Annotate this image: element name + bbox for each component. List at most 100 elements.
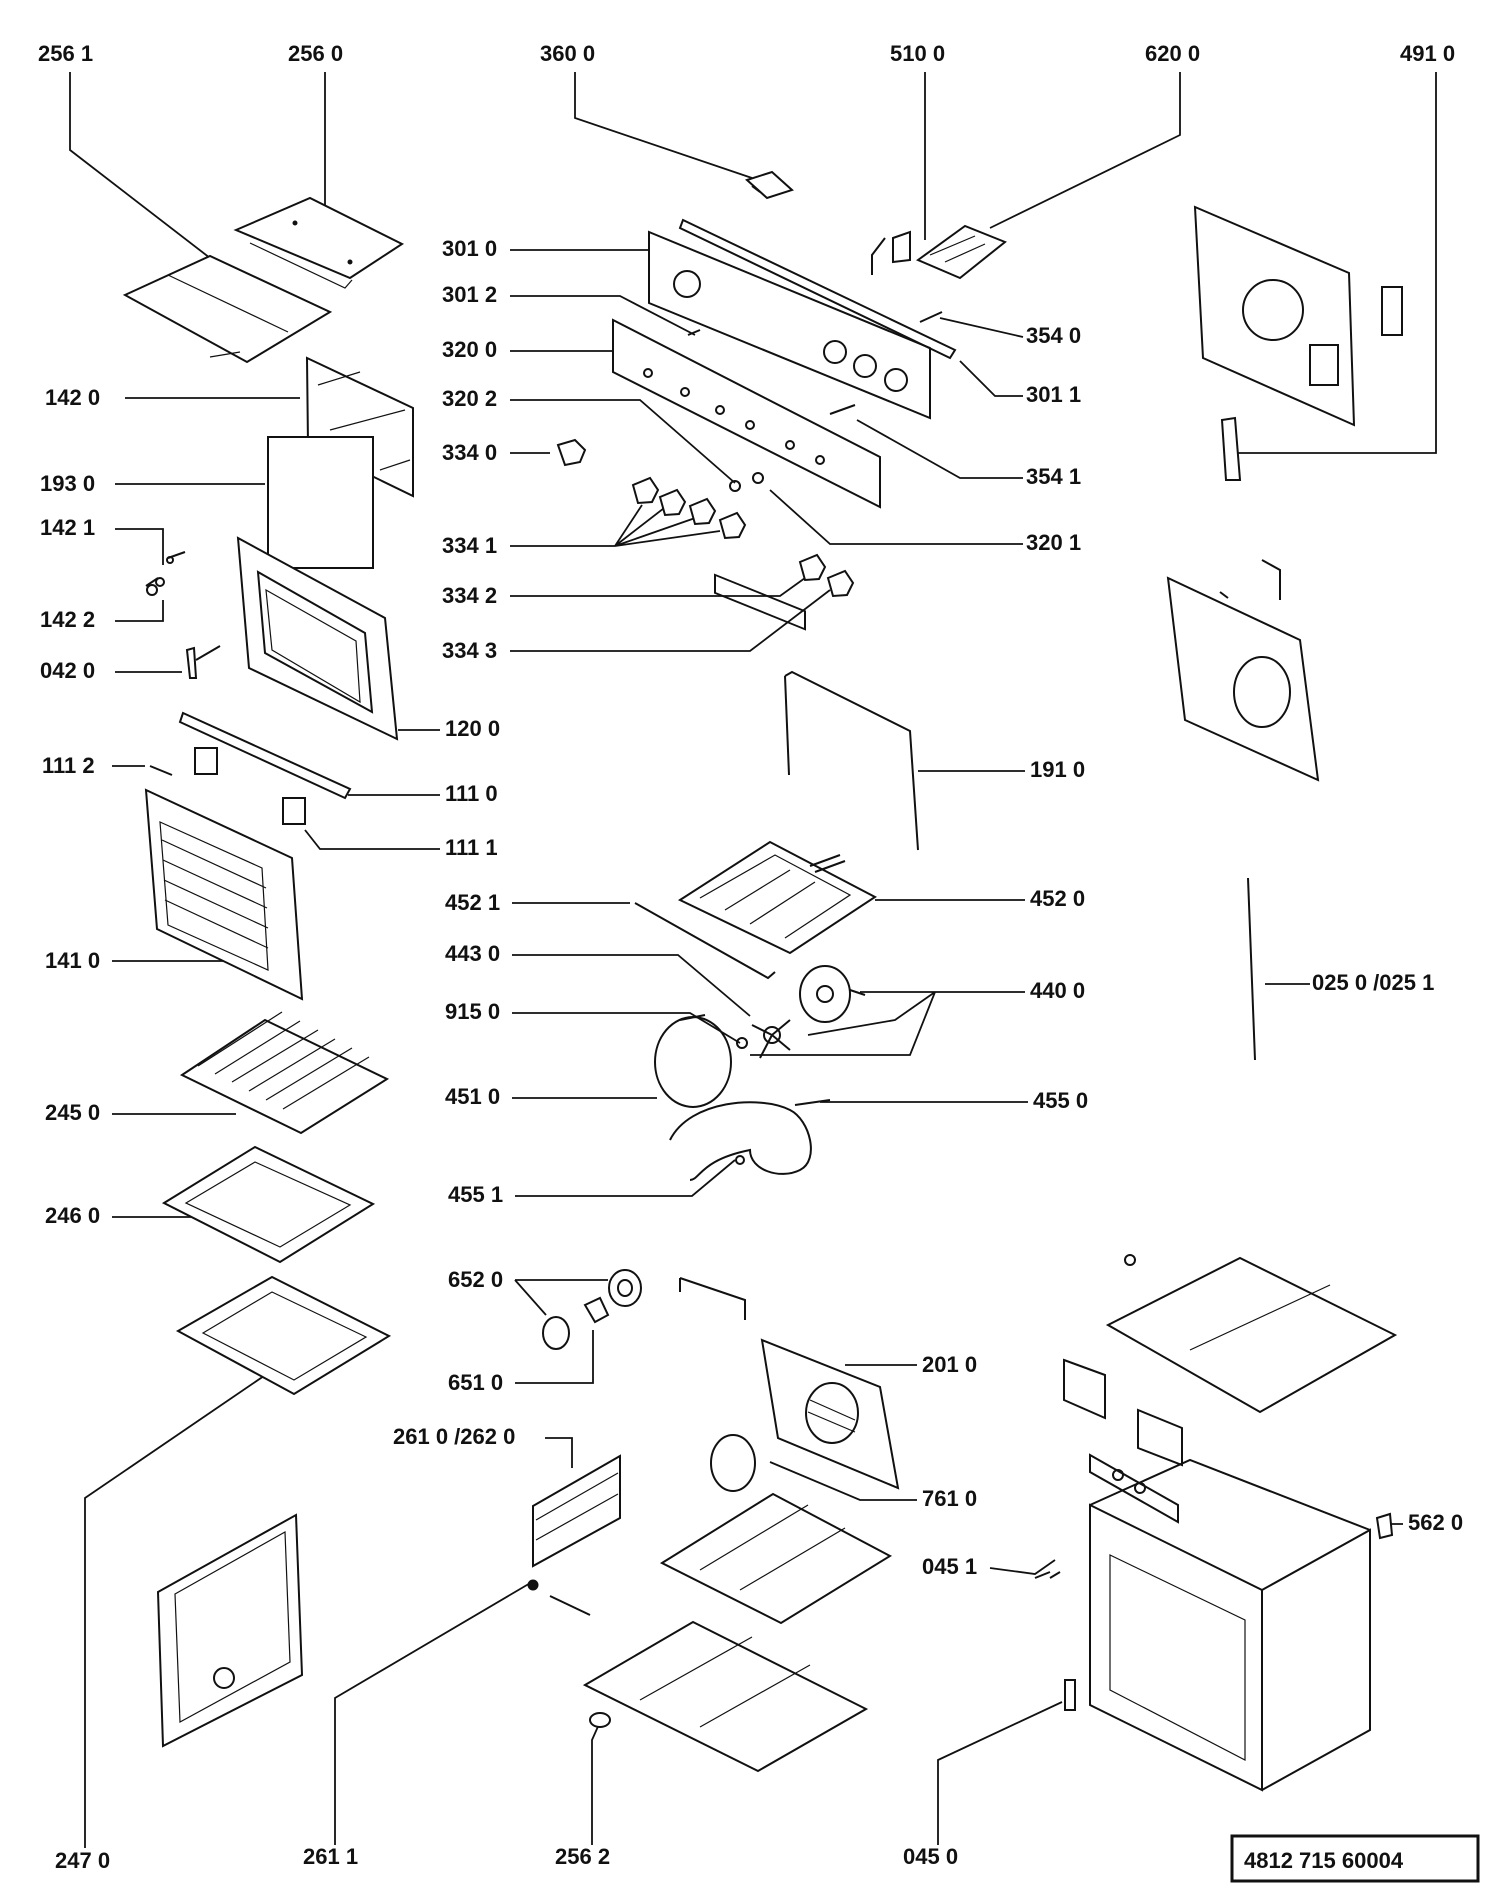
part-334-1-knobs bbox=[631, 476, 747, 540]
callout-455-1: 455 1 bbox=[448, 1182, 503, 1207]
callout-491-0: 491 0 bbox=[1400, 41, 1455, 66]
part-455-0-bottom-element bbox=[669, 1099, 831, 1181]
part-256-1-cover-plate bbox=[122, 254, 333, 364]
callout-455-0: 455 0 bbox=[1033, 1088, 1088, 1113]
callout-142-0: 142 0 bbox=[45, 385, 100, 410]
part-301-1-trim-strip bbox=[678, 218, 957, 360]
part-455-1-clip bbox=[735, 1155, 745, 1165]
part-354-0-screw bbox=[919, 311, 943, 323]
part-bottom-shelf-upper bbox=[659, 1492, 893, 1625]
part-491-0-back-panel bbox=[1193, 205, 1356, 427]
part-334-3-knob bbox=[826, 569, 855, 598]
part-142-0-glass-panel bbox=[305, 356, 414, 498]
part-111-2-pin bbox=[149, 765, 173, 776]
callout-111-0: 111 0 bbox=[445, 781, 498, 806]
callout-452-1: 452 1 bbox=[445, 890, 500, 915]
part-screw-small bbox=[1124, 1254, 1136, 1266]
callout-301-0: 301 0 bbox=[442, 236, 497, 261]
callout-320-2: 320 2 bbox=[442, 386, 497, 411]
callout-261-0: 261 0 /262 0 bbox=[393, 1424, 515, 1449]
callout-256-2: 256 2 bbox=[555, 1844, 610, 1869]
part-491-0-hinge-bracket bbox=[1220, 416, 1242, 481]
callout-320-1: 320 1 bbox=[1026, 530, 1081, 555]
part-191-0-door-seal bbox=[784, 670, 919, 851]
part-111-0-door-handle bbox=[178, 711, 352, 800]
part-320-1-spacer bbox=[752, 472, 764, 484]
part-inner-door-frame-bottom bbox=[156, 1513, 304, 1748]
part-111-1-handle-brackets bbox=[194, 747, 306, 825]
callout-labels: 256 1 256 0 360 0 510 0 620 0 491 0 301 … bbox=[38, 41, 1463, 1873]
part-562-0-clip bbox=[1375, 1512, 1394, 1540]
callout-915-0: 915 0 bbox=[445, 999, 500, 1024]
part-120-0-door-frame bbox=[236, 536, 399, 741]
callout-761-0: 761 0 bbox=[922, 1486, 977, 1511]
part-front-frame-strip bbox=[1089, 1453, 1179, 1524]
callout-045-0: 045 0 bbox=[903, 1844, 958, 1869]
part-oven-cavity bbox=[1089, 1458, 1371, 1792]
callout-652-0: 652 0 bbox=[448, 1267, 503, 1292]
callout-191-0: 191 0 bbox=[1030, 757, 1085, 782]
callout-142-2: 142 2 bbox=[40, 607, 95, 632]
callout-510-0: 510 0 bbox=[890, 41, 945, 66]
part-452-1-bracket bbox=[634, 902, 776, 980]
part-lamp-bracket bbox=[679, 1277, 746, 1320]
part-oven-top-panel bbox=[1105, 1256, 1398, 1414]
part-141-0-inner-door-panel bbox=[144, 788, 304, 1001]
callout-334-1: 334 1 bbox=[442, 533, 497, 558]
part-top-bracket-a bbox=[1063, 1358, 1106, 1420]
part-261-0-shelf-supports bbox=[532, 1454, 621, 1568]
callout-045-1: 045 1 bbox=[922, 1554, 977, 1579]
part-256-0-cover-plate bbox=[233, 196, 405, 289]
part-620-0-terminal-block bbox=[915, 224, 1007, 280]
part-451-0-circular-element bbox=[654, 1014, 732, 1108]
part-443-0-fan-blade bbox=[751, 1019, 791, 1059]
callout-111-1: 111 1 bbox=[445, 835, 498, 860]
part-261-1-nut bbox=[527, 1579, 591, 1616]
part-245-0-wire-rack bbox=[179, 1011, 390, 1135]
callout-443-0: 443 0 bbox=[445, 941, 500, 966]
callout-451-0: 451 0 bbox=[445, 1084, 500, 1109]
document-number: 4812 715 60004 bbox=[1244, 1848, 1404, 1873]
part-045-0-hinge bbox=[1064, 1679, 1076, 1711]
part-652-0-lamp-cover bbox=[608, 1269, 642, 1307]
callout-301-2: 301 2 bbox=[442, 282, 497, 307]
part-045-1-screws bbox=[1034, 1571, 1061, 1579]
callout-261-1: 261 1 bbox=[303, 1844, 358, 1869]
callout-320-0: 320 0 bbox=[442, 337, 497, 362]
callout-245-0: 245 0 bbox=[45, 1100, 100, 1125]
part-334-2-knob bbox=[798, 553, 827, 582]
part-top-bracket-b bbox=[1137, 1408, 1183, 1467]
callout-360-0: 360 0 bbox=[540, 41, 595, 66]
part-bottom-shelf-lower bbox=[582, 1620, 869, 1773]
part-320-2-spacer bbox=[729, 480, 741, 492]
part-334-0-knob bbox=[556, 438, 587, 467]
part-452-0-grill-element bbox=[677, 840, 877, 955]
callout-301-1: 301 1 bbox=[1026, 382, 1081, 407]
part-440-0-fan-motor bbox=[799, 965, 866, 1023]
part-761-0-seal-ring bbox=[710, 1434, 756, 1492]
callout-620-0: 620 0 bbox=[1145, 41, 1200, 66]
callout-354-1: 354 1 bbox=[1026, 464, 1081, 489]
part-246-0-baking-tray bbox=[161, 1145, 376, 1264]
callout-334-0: 334 0 bbox=[442, 440, 497, 465]
part-247-0-drip-pan bbox=[175, 1275, 392, 1396]
callout-042-0: 042 0 bbox=[40, 658, 95, 683]
leader-lines bbox=[69, 72, 1437, 1848]
callout-334-2: 334 2 bbox=[442, 583, 497, 608]
part-301-0-control-panel bbox=[648, 230, 931, 631]
part-354-1-screw bbox=[829, 404, 856, 415]
part-025-0-hinge-rod bbox=[1247, 877, 1256, 1061]
document-number-box: 4812 715 60004 bbox=[1230, 1834, 1480, 1883]
callout-247-0: 247 0 bbox=[55, 1848, 110, 1873]
callout-111-2: 111 2 bbox=[42, 753, 95, 778]
part-301-2-screw bbox=[687, 329, 701, 336]
callout-201-0: 201 0 bbox=[922, 1352, 977, 1377]
callout-256-0: 256 0 bbox=[288, 41, 343, 66]
callout-440-0: 440 0 bbox=[1030, 978, 1085, 1003]
callout-354-0: 354 0 bbox=[1026, 323, 1081, 348]
part-142-2-clips bbox=[145, 577, 165, 596]
callout-025-0: 025 0 /025 1 bbox=[1312, 970, 1434, 995]
callout-452-0: 452 0 bbox=[1030, 886, 1085, 911]
part-201-0-rear-panel bbox=[760, 1338, 900, 1490]
